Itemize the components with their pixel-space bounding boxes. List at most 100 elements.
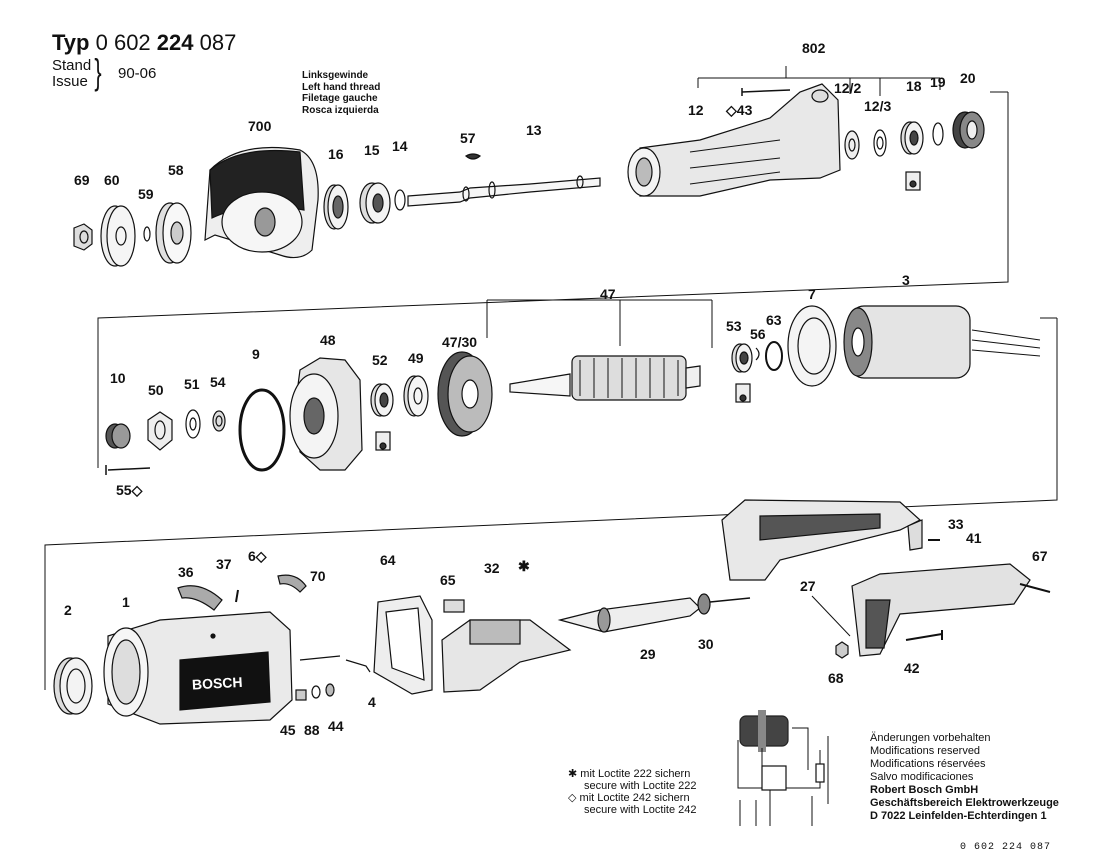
label-15: 15 [364, 142, 380, 158]
label-18: 18 [906, 78, 922, 94]
part-51-washer [185, 409, 201, 439]
label-50: 50 [148, 382, 164, 398]
modification-notes: Änderungen vorbehalten Modifications res… [870, 732, 1059, 822]
label-45: 45 [280, 722, 296, 738]
label-30: 30 [698, 636, 714, 652]
label-2: 2 [64, 602, 72, 618]
label-700: 700 [248, 118, 272, 134]
part-27-handle-half [851, 563, 1031, 657]
part-14-washer [394, 189, 406, 211]
label-57: 57 [460, 130, 476, 146]
label-1: 1 [122, 594, 130, 610]
label-12-2: 12/2 [834, 80, 862, 96]
label-6: 6◇ [248, 548, 267, 564]
part-55-screw [105, 465, 151, 475]
part-56-clip [755, 347, 760, 361]
part-33-clamp [907, 519, 923, 551]
part-12-2-washer [844, 130, 860, 160]
label-43: ◇43 [726, 102, 753, 118]
left-hand-thread-note: Linksgewinde Left hand thread Filetage g… [302, 70, 381, 116]
label-56: 56 [750, 326, 766, 342]
part-50-plate [147, 411, 173, 451]
part-7-baffle [787, 305, 837, 387]
part-53-bearing [731, 343, 753, 403]
label-13: 13 [526, 122, 542, 138]
label-33: 33 [948, 516, 964, 532]
part-4-connector [299, 655, 371, 673]
part-18-bearing [900, 121, 924, 191]
part-12-gear-housing [627, 83, 841, 197]
part-43-screw [741, 88, 791, 96]
type-number: Typ 0 602 224 087 [52, 30, 237, 55]
part-67-screw [1019, 583, 1051, 593]
part-700-guard [204, 147, 319, 259]
part-47-armature [509, 355, 701, 401]
part-16-bearing [323, 184, 349, 230]
svg-text:BOSCH: BOSCH [192, 674, 243, 693]
label-54: 54 [210, 374, 226, 390]
label-47-30: 47/30 [442, 334, 478, 350]
label-51: 51 [184, 376, 200, 392]
label-3: 3 [902, 272, 910, 288]
part-36-plate [177, 585, 223, 611]
part-42-screw [905, 630, 943, 641]
part-48-housing [289, 357, 363, 471]
label-12-3: 12/3 [864, 98, 892, 114]
label-10: 10 [110, 370, 126, 386]
label-60: 60 [104, 172, 120, 188]
label-16: 16 [328, 146, 344, 162]
label-70: 70 [310, 568, 326, 584]
label-63: 63 [766, 312, 782, 328]
label-42: 42 [904, 660, 920, 676]
label-27: 27 [800, 578, 816, 594]
label-53: 53 [726, 318, 742, 334]
part-58-flange [155, 202, 192, 264]
label-48: 48 [320, 332, 336, 348]
part-59-ring [143, 226, 151, 242]
label-32: 32 [484, 560, 500, 576]
label-9: 9 [252, 346, 260, 362]
part-1-motor-housing: BOSCH [103, 611, 293, 725]
label-12: 12 [688, 102, 704, 118]
label-36: 36 [178, 564, 194, 580]
label-49: 49 [408, 350, 424, 366]
footer-code: 0 602 224 087 [960, 842, 1052, 853]
circuit-schematic [737, 710, 829, 826]
label-58: 58 [168, 162, 184, 178]
part-2-ring [53, 657, 93, 715]
label-88: 88 [304, 722, 320, 738]
part-20-gear [952, 111, 985, 149]
part-88-washer [311, 685, 321, 699]
label-star: ✱ [518, 558, 530, 574]
label-44: 44 [328, 718, 344, 734]
part-15-bearing [359, 182, 391, 224]
label-65: 65 [440, 572, 456, 588]
stand-value: 90-06 [118, 65, 157, 82]
part-9-o-ring [238, 388, 286, 472]
label-7: 7 [808, 286, 816, 302]
part-19-ring [932, 122, 944, 146]
part-65-terminal [443, 599, 465, 613]
part-68-nut [835, 641, 849, 659]
part-70-plate [277, 574, 307, 593]
label-802: 802 [802, 40, 826, 56]
part-45-clip [295, 689, 307, 701]
label-19: 19 [930, 74, 946, 90]
label-37: 37 [216, 556, 232, 572]
label-67: 67 [1032, 548, 1048, 564]
label-69: 69 [74, 172, 90, 188]
part-3-field [843, 305, 1041, 379]
part-37-screw [235, 589, 239, 603]
label-14: 14 [392, 138, 408, 154]
brace-glyph: } [94, 51, 102, 92]
label-47: 47 [600, 286, 616, 302]
label-41: 41 [966, 530, 982, 546]
part-69-nut [73, 223, 93, 251]
part-29-strain-relief [557, 597, 701, 633]
part-12-3-washer [873, 129, 887, 157]
part-60-flange [100, 205, 136, 267]
part-57-key [464, 153, 482, 160]
part-10-pinion [105, 423, 131, 449]
